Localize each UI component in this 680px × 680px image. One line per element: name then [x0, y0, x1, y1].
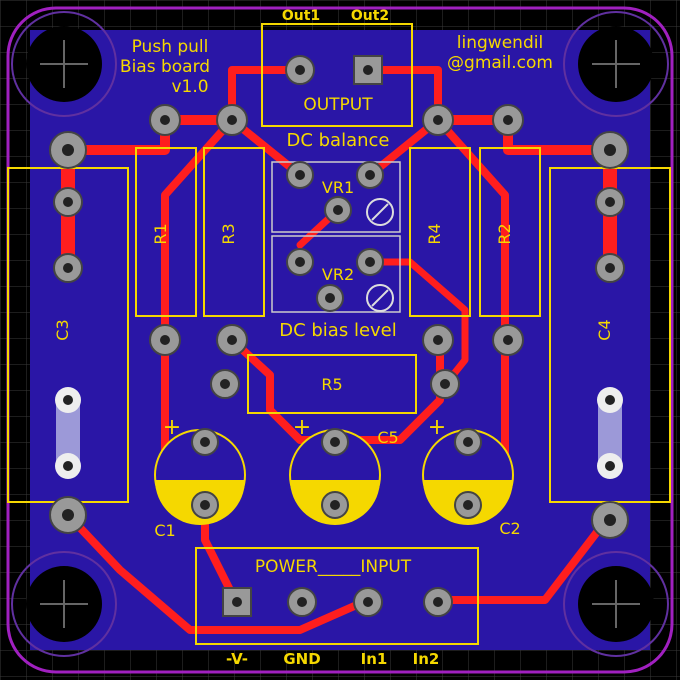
r5-outline — [247, 354, 417, 414]
pad-c3-d[interactable] — [55, 453, 81, 479]
label-vr1: VR1 — [322, 178, 354, 197]
pad-vr1-1[interactable] — [286, 161, 314, 189]
pad-c1-plus[interactable] — [191, 428, 219, 456]
pad-r3-top[interactable] — [216, 104, 248, 136]
pad-v-minus[interactable] — [222, 587, 252, 617]
dc-balance-label: DC balance — [286, 130, 389, 151]
output-connector-outline — [261, 23, 413, 127]
pad-c2-plus[interactable] — [454, 428, 482, 456]
label-r2: R2 — [495, 223, 514, 244]
label-c5: C5 — [377, 428, 398, 447]
author-line-2: @gmail.com — [447, 53, 553, 73]
mounting-hole-bottom-left — [11, 551, 117, 657]
pad-out1[interactable] — [285, 55, 315, 85]
pad-c4-c[interactable] — [597, 387, 623, 413]
label-r3: R3 — [219, 223, 238, 244]
pad-c3-a[interactable] — [53, 187, 83, 217]
pad-c4-b[interactable] — [595, 253, 625, 283]
label-v-minus: -V- — [226, 650, 248, 668]
title-line-2: Bias board — [120, 57, 210, 77]
c1-plus-mark: + — [163, 415, 181, 440]
pad-gnd[interactable] — [287, 587, 317, 617]
r1-outline — [135, 147, 197, 317]
pad-out2[interactable] — [353, 55, 383, 85]
ground-pour — [30, 30, 650, 650]
label-gnd: GND — [283, 650, 320, 668]
r4-outline — [409, 147, 471, 317]
author-line-1: lingwendil — [457, 33, 543, 53]
pad-r1-bottom[interactable] — [149, 324, 181, 356]
label-out1: Out1 — [282, 8, 320, 24]
capacitor-c5 — [289, 429, 381, 525]
vr2-adjust-icon[interactable] — [366, 284, 394, 312]
pad-r1-top[interactable] — [149, 104, 181, 136]
pad-c3-b[interactable] — [53, 253, 83, 283]
label-vr2: VR2 — [322, 265, 354, 284]
pad-c4-bottom[interactable] — [591, 501, 629, 539]
pad-c5-plus[interactable] — [321, 428, 349, 456]
pad-c3-top[interactable] — [49, 131, 87, 169]
pad-c3-bottom[interactable] — [49, 496, 87, 534]
label-r1: R1 — [151, 223, 170, 244]
power-connector-outline — [195, 547, 479, 645]
label-r5: R5 — [321, 375, 342, 394]
pad-c4-a[interactable] — [595, 187, 625, 217]
pad-r5-right[interactable] — [430, 369, 460, 399]
c2-plus-mark: + — [428, 415, 446, 440]
pad-c5-minus[interactable] — [321, 491, 349, 519]
title-line-3: v1.0 — [171, 77, 208, 97]
label-c2: C2 — [499, 519, 520, 538]
pad-r2-bottom[interactable] — [492, 324, 524, 356]
label-r4: R4 — [425, 223, 444, 244]
r3-outline — [203, 147, 265, 317]
pad-vr2-2[interactable] — [356, 248, 384, 276]
pad-in2[interactable] — [423, 587, 453, 617]
pad-r5-left[interactable] — [210, 369, 240, 399]
pad-c3-c[interactable] — [55, 387, 81, 413]
vr1-outline — [271, 161, 401, 233]
pad-vr1-2[interactable] — [356, 161, 384, 189]
pad-c4-d[interactable] — [597, 453, 623, 479]
pad-vr2-1[interactable] — [286, 248, 314, 276]
title-line-1: Push pull — [132, 37, 209, 57]
pad-r4-bottom[interactable] — [422, 324, 454, 356]
vr1-adjust-icon[interactable] — [366, 198, 394, 226]
pad-c1-minus[interactable] — [191, 491, 219, 519]
label-c4: C4 — [595, 319, 614, 340]
pad-vr2-3[interactable] — [316, 284, 344, 312]
mounting-hole-bottom-right — [563, 551, 669, 657]
pad-c4-top[interactable] — [591, 131, 629, 169]
pad-vr1-3[interactable] — [324, 196, 352, 224]
pad-c2-minus[interactable] — [454, 491, 482, 519]
dc-bias-level-label: DC bias level — [279, 320, 397, 341]
pad-r2-top[interactable] — [492, 104, 524, 136]
vr2-outline — [271, 235, 401, 313]
pad-r4-top[interactable] — [422, 104, 454, 136]
power-input-label: POWER_____INPUT — [255, 557, 412, 577]
label-out2: Out2 — [351, 8, 389, 24]
r2-outline — [479, 147, 541, 317]
pad-in1[interactable] — [353, 587, 383, 617]
label-c1: C1 — [154, 521, 175, 540]
label-in2: In2 — [413, 650, 440, 668]
mounting-hole-top-right — [563, 11, 669, 117]
label-c3: C3 — [53, 319, 72, 340]
c5-plus-mark: + — [293, 415, 311, 440]
pads — [49, 55, 629, 617]
mounting-hole-top-left — [11, 11, 117, 117]
label-in1: In1 — [361, 650, 388, 668]
pad-r3-bottom[interactable] — [216, 324, 248, 356]
output-connector-label: OUTPUT — [303, 95, 373, 115]
